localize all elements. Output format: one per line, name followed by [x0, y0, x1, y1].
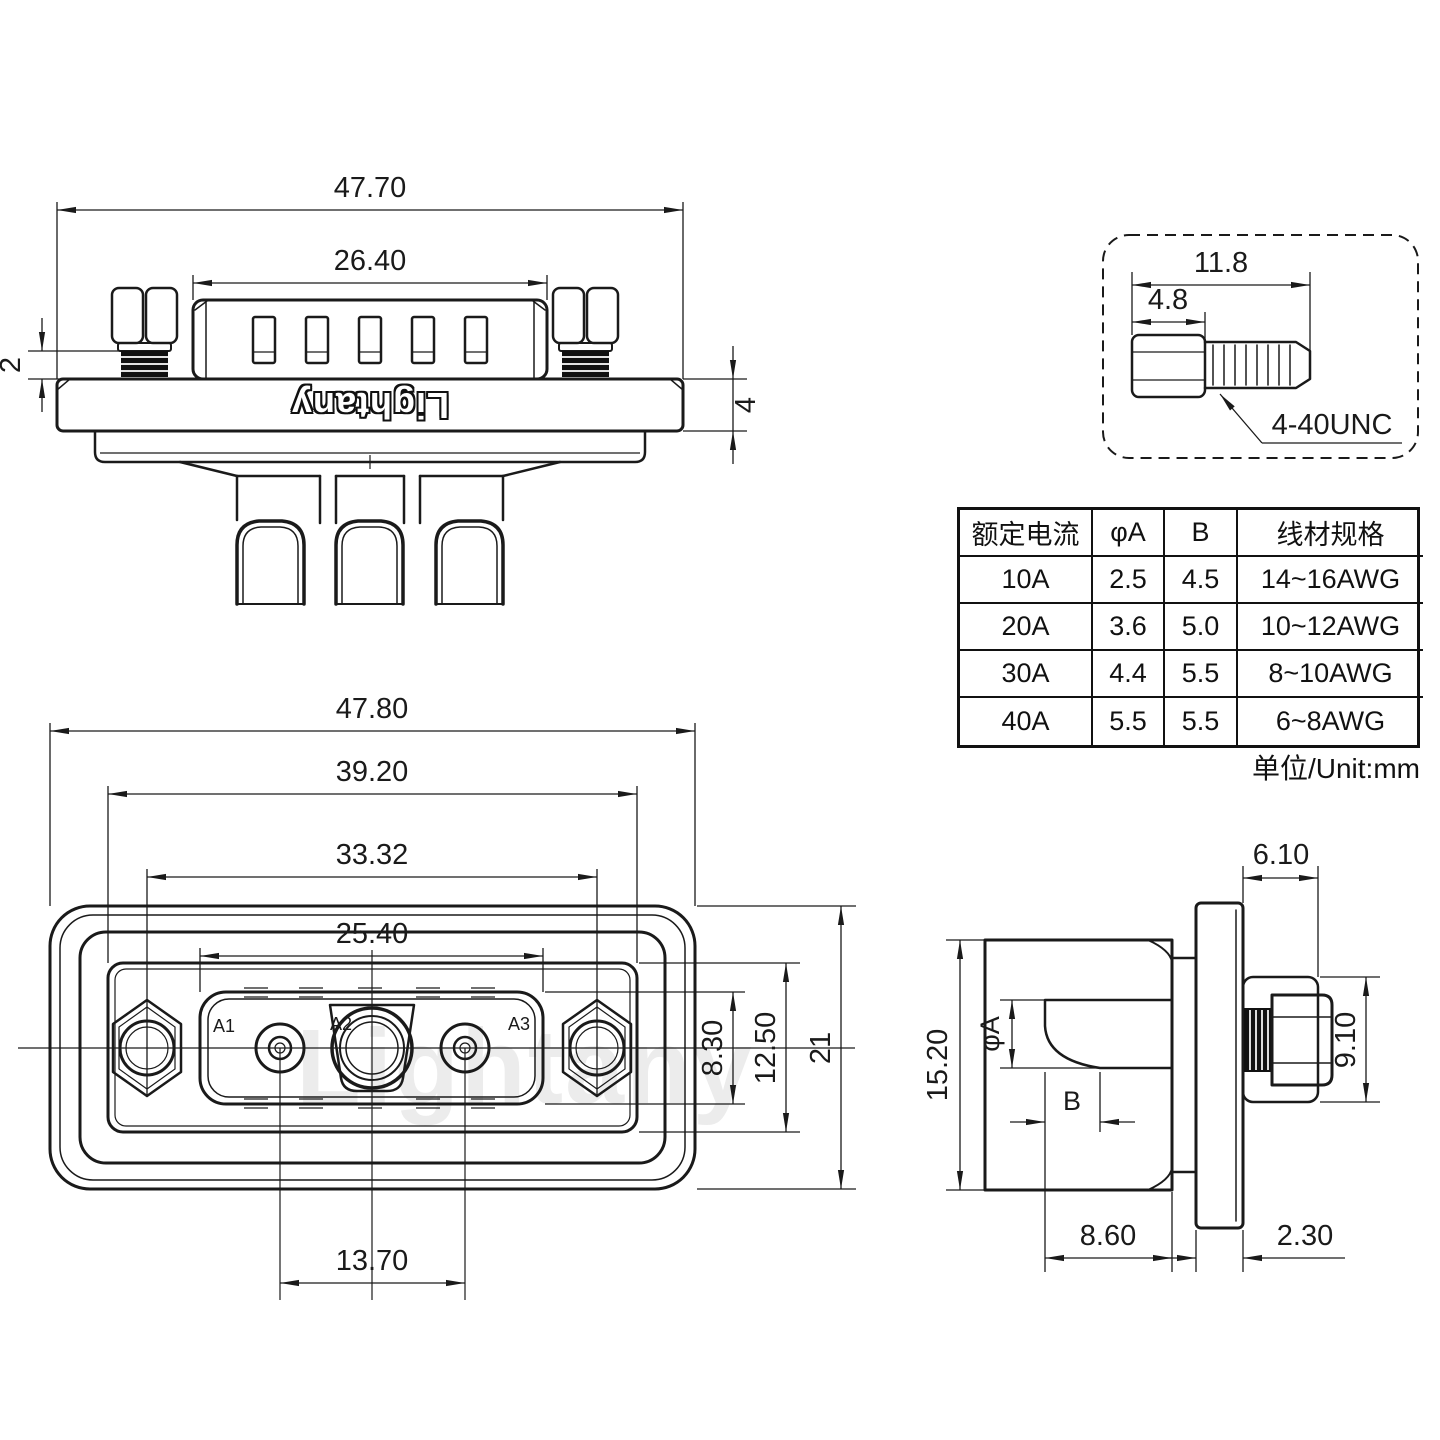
table-cell: 4.5 [1165, 557, 1238, 604]
dim-text: 11.8 [1194, 247, 1248, 279]
dim-text: B [1063, 1086, 1081, 1116]
dim-text: 33.32 [336, 839, 409, 871]
table-cell: 4.4 [1093, 651, 1165, 698]
dim-shell-height: 8.30 [545, 991, 745, 1105]
dim-flange-thickness-side: 2.30 [1162, 1220, 1345, 1272]
table-cell: 5.5 [1165, 698, 1238, 745]
dim-hole-depth: B [1010, 1072, 1135, 1132]
contact-a3 [439, 1022, 491, 1074]
dim-text: 2 [0, 357, 27, 373]
dim-body-height: 15.20 [922, 939, 985, 1191]
table-header-cell: φA [1093, 510, 1165, 557]
dim-shell-width-front: 25.40 [199, 918, 544, 992]
dim-overall-width-front: 47.80 [49, 693, 696, 906]
table-cell: 10~12AWG [1238, 604, 1423, 651]
dim-text: 39.20 [336, 756, 409, 788]
jack-screw-left [110, 286, 179, 377]
wire-cup-3 [434, 519, 505, 606]
front-view: 47.80 39.20 33.32 25.40 [18, 693, 856, 1300]
table-cell: 10A [960, 557, 1093, 604]
dim-text: 8.60 [1080, 1220, 1136, 1252]
dim-overall-height: 21 [697, 905, 856, 1190]
table-cell: 6~8AWG [1275, 706, 1386, 736]
dim-flange-thickness-top: 4 [683, 346, 762, 464]
table-cell: 3.6 [1093, 604, 1165, 651]
table-cell: 5.5 [1093, 698, 1165, 745]
table-cell: 40A [960, 698, 1093, 745]
side-view: φA B [922, 839, 1380, 1272]
dim-text: 47.70 [334, 172, 407, 204]
dsub-shell-top [191, 298, 549, 381]
contact-a2 [328, 1003, 416, 1093]
cavity-profile [1000, 998, 1174, 1070]
unit-note: 单位/Unit:mm [1251, 753, 1420, 784]
dsub-shell-front [198, 987, 545, 1109]
dim-thread-gap: 2 [0, 318, 120, 412]
dim-shell-width-top: 26.40 [192, 245, 548, 300]
table-header-cell: 线材规格 [1238, 510, 1423, 557]
wire-cup-2 [334, 519, 405, 606]
dim-hole-diameter: φA [975, 1000, 1016, 1068]
table-cell: 5.5 [1165, 651, 1238, 698]
rear-body-top [93, 429, 647, 525]
dim-text: 21 [805, 1032, 837, 1064]
flange-side [1194, 901, 1245, 1230]
thread-label: 4-40UNC [1272, 409, 1393, 441]
dim-panel-height: 12.50 [639, 962, 800, 1133]
table-cell: 14~16AWG [1238, 557, 1423, 604]
dim-text: 4 [730, 397, 762, 413]
screw-shaft [1203, 340, 1312, 390]
contact-label-a2: A2 [330, 1014, 352, 1034]
dim-text: 15.20 [922, 1029, 954, 1102]
thread-callout: 4-40UNC [1219, 393, 1402, 444]
dim-text: 2.30 [1277, 1220, 1333, 1252]
pin-slots [251, 315, 489, 365]
dim-screw-head: 4.8 [1132, 284, 1206, 342]
hex-nut-left [111, 998, 183, 1098]
table-header-cell: B [1165, 510, 1238, 557]
contact-label-a1: A1 [213, 1016, 235, 1036]
dim-text: 13.70 [336, 1245, 409, 1277]
dim-text: 9.10 [1330, 1012, 1362, 1068]
dim-overall-width-top: 47.70 [56, 172, 684, 379]
jack-screw-right [551, 286, 620, 377]
dim-contact-spacing: 13.70 [280, 1245, 465, 1287]
top-view: 47.70 26.40 [0, 172, 762, 606]
dim-body-depth: 8.60 [1044, 1132, 1173, 1272]
dim-screw-overall: 11.8 [1131, 247, 1311, 351]
table-cell: 8~10AWG [1238, 651, 1423, 698]
jack-screw-side [1241, 975, 1334, 1104]
dim-boss-length: 6.10 [1242, 839, 1319, 977]
screw-head [1130, 333, 1207, 399]
contact-a1 [254, 1022, 306, 1074]
table-cell: 2.5 [1093, 557, 1165, 604]
table-cell: 30A [960, 651, 1093, 698]
dim-text: 12.50 [750, 1012, 782, 1085]
table-cell: 20A [960, 604, 1093, 651]
dim-text: 47.80 [336, 693, 409, 725]
dim-head-height: 9.10 [1320, 976, 1380, 1103]
dim-text: 8.30 [697, 1020, 729, 1076]
table-header-cell: 额定电流 [960, 510, 1093, 557]
spec-table: 额定电流 φA B 线材规格 10A 2.5 4.5 14~16AWG 20A … [957, 507, 1423, 748]
hex-nut-right [561, 998, 633, 1098]
detail-border [1102, 234, 1419, 459]
dim-text: 26.40 [334, 245, 407, 277]
brand-logo: Lightany [291, 385, 449, 426]
screw-detail: 11.8 4.8 4-40UNC [1102, 234, 1419, 459]
dim-text: φA [975, 1016, 1005, 1052]
wire-cup-1 [235, 519, 306, 606]
dim-text: 6.10 [1253, 839, 1309, 871]
dim-text: 25.40 [336, 918, 409, 950]
contact-label-a3: A3 [508, 1014, 530, 1034]
table-cell: 5.0 [1165, 604, 1238, 651]
dim-text: 4.8 [1148, 284, 1188, 316]
